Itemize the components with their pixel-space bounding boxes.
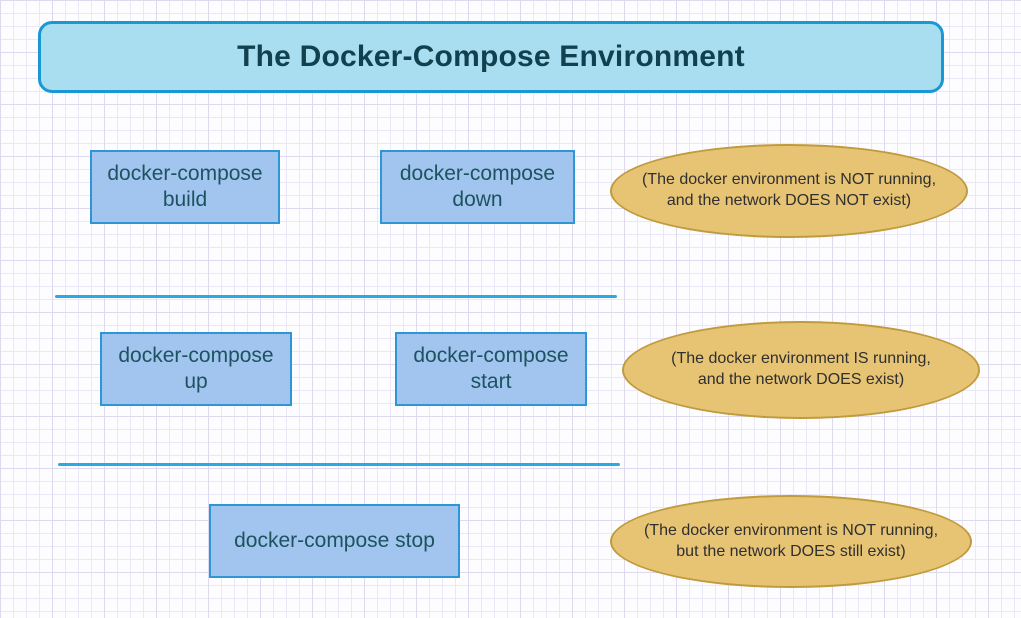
- state-text-line1: (The docker environment IS running,: [671, 350, 931, 368]
- command-box-stop: docker-compose stop: [209, 504, 460, 578]
- state-ellipse-running-network-exists: (The docker environment IS running, and …: [622, 321, 980, 419]
- state-text-line2: but the network DOES still exist): [676, 542, 906, 560]
- command-box-start: docker-compose start: [395, 332, 587, 406]
- state-text-line1: (The docker environment is NOT running,: [641, 171, 937, 189]
- row-divider-1: [55, 295, 617, 298]
- state-text-line2: and the network DOES NOT exist): [666, 192, 912, 209]
- command-label-down: docker-compose down: [399, 161, 556, 211]
- command-box-build: docker-compose build: [90, 150, 280, 224]
- command-label-build: docker-compose build: [107, 161, 263, 211]
- state-text-line1: (The docker environment is NOT running,: [643, 521, 939, 539]
- command-box-down: docker-compose down: [380, 150, 575, 224]
- row-divider-2: [58, 463, 620, 466]
- diagram-title-box: The Docker-Compose Environment: [38, 21, 944, 93]
- state-ellipse-not-running-network-exists: (The docker environment is NOT running, …: [610, 495, 972, 588]
- command-label-up: docker-compose up: [118, 343, 274, 393]
- state-text-line2: and the network DOES exist): [697, 371, 905, 388]
- command-label-stop: docker-compose stop: [234, 528, 435, 552]
- command-box-up: docker-compose up: [100, 332, 292, 406]
- command-label-start: docker-compose start: [413, 343, 569, 393]
- state-ellipse-not-running-no-network: (The docker environment is NOT running, …: [610, 144, 968, 238]
- diagram-title: The Docker-Compose Environment: [237, 40, 745, 73]
